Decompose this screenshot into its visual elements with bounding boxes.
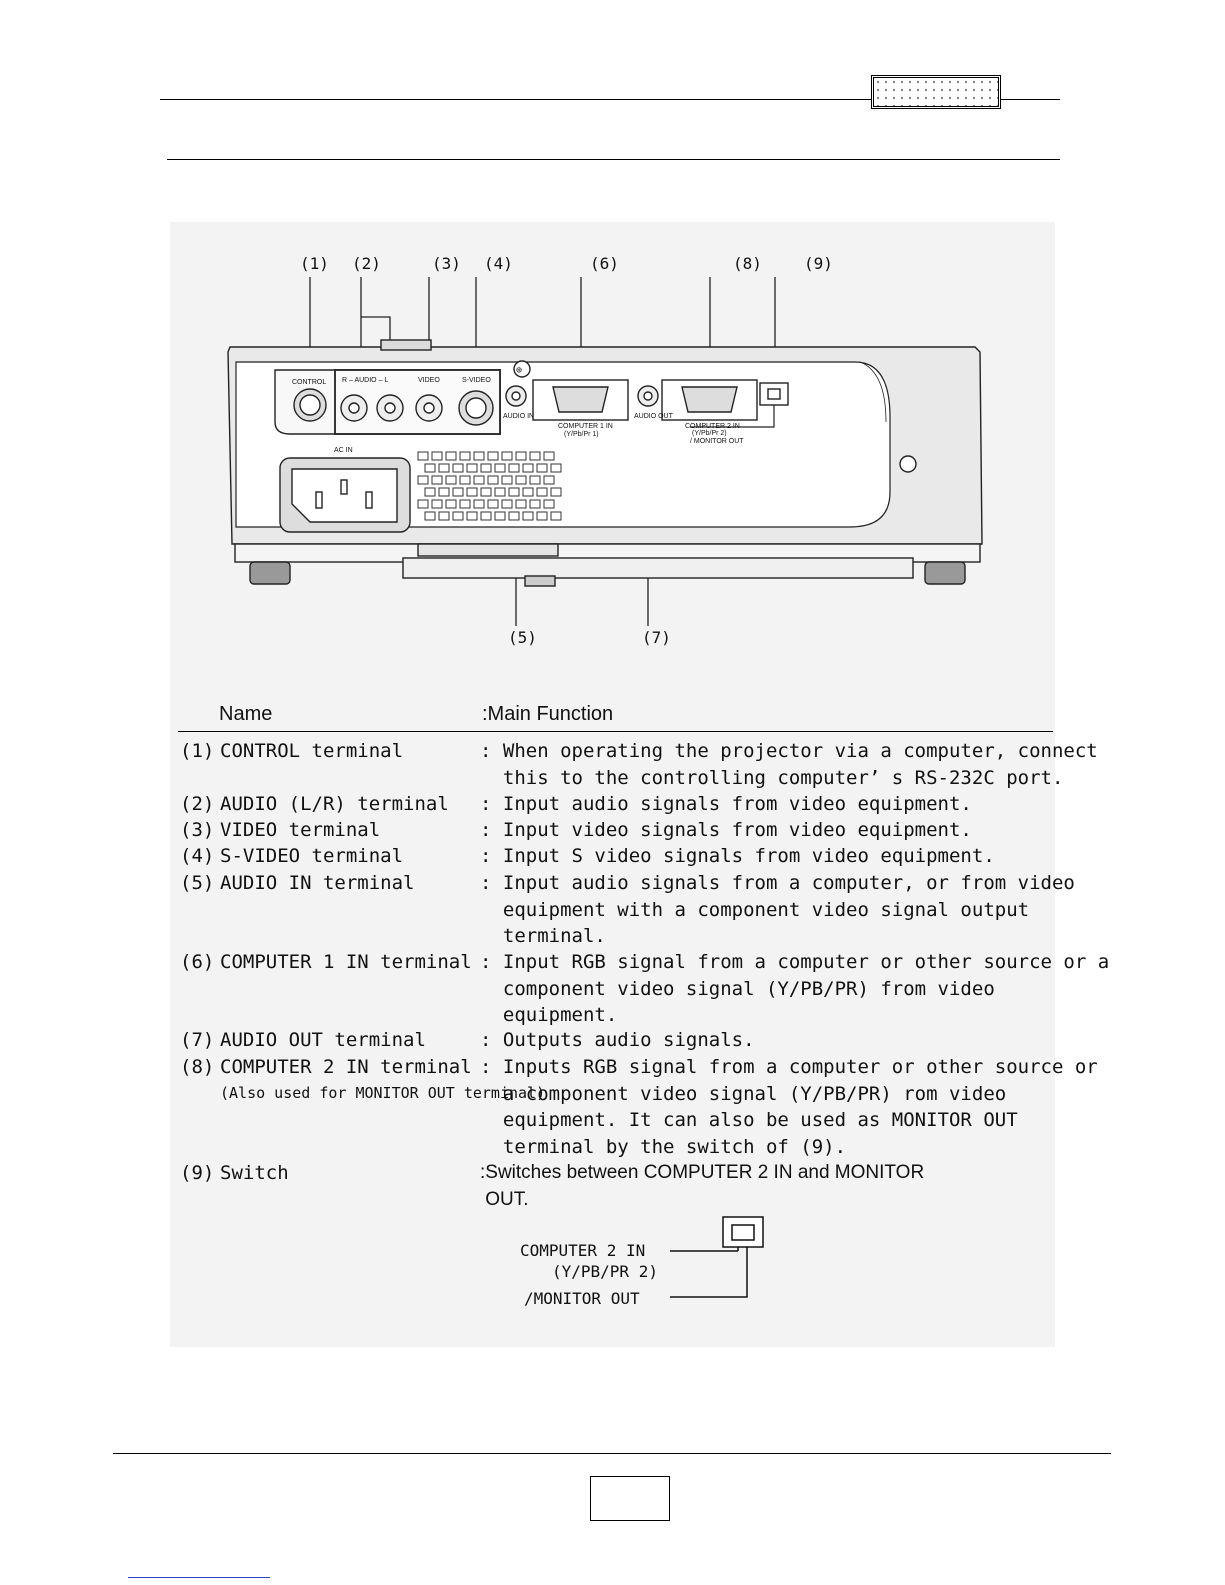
callout-4: (4) — [484, 254, 513, 273]
header-rule-bottom — [167, 159, 1060, 160]
callout-9: (9) — [804, 254, 833, 273]
label-computer2: COMPUTER 2 IN — [685, 423, 740, 430]
row-function: : Inputs RGB signal from a computer or o… — [480, 1056, 1098, 1158]
row-number: (7) — [180, 1029, 215, 1051]
row-function: : Outputs audio signals. — [480, 1029, 755, 1051]
row-function: : Input S video signals from video equip… — [480, 845, 995, 867]
row-number: (6) — [180, 951, 215, 973]
row-function: : When operating the projector via a com… — [480, 740, 1098, 789]
switch-diagram: COMPUTER 2 IN (Y/PB/PR 2) /MONITOR OUT — [520, 1216, 764, 1308]
row-name: VIDEO terminal — [220, 819, 381, 841]
row-number: (8) — [180, 1056, 215, 1078]
switch-label-computer2: COMPUTER 2 IN — [520, 1241, 645, 1260]
callout-6: (6) — [590, 254, 619, 273]
table-background — [170, 692, 1055, 1347]
row-name: CONTROL terminal — [220, 740, 404, 762]
callout-7: (7) — [642, 628, 671, 647]
section-tag-box — [871, 75, 1001, 109]
table-header-rule — [178, 731, 1053, 732]
row-number: (3) — [180, 819, 215, 841]
row-function: : Input video signals from video equipme… — [480, 819, 972, 841]
label-video: VIDEO — [418, 377, 440, 384]
label-audio-out: AUDIO OUT — [634, 413, 674, 420]
table-header-name: Name — [219, 703, 273, 725]
row-function: : Input audio signals from a computer, o… — [480, 872, 1075, 947]
footer-rule — [113, 1453, 1111, 1454]
callout-3: (3) — [432, 254, 461, 273]
label-ac-in: AC IN — [334, 447, 353, 454]
row-name: COMPUTER 2 IN terminal — [220, 1056, 472, 1078]
callout-1: (1) — [300, 254, 329, 273]
row-number: (2) — [180, 793, 215, 815]
callout-5: (5) — [508, 628, 537, 647]
row-name: COMPUTER 1 IN terminal — [220, 951, 472, 973]
row-name: AUDIO OUT terminal — [220, 1029, 426, 1051]
row-number: (9) — [180, 1162, 215, 1184]
row-number: (1) — [180, 740, 215, 762]
callout-8: (8) — [733, 254, 762, 273]
label-computer2-sub: (Y/Pb/Pr 2) — [692, 430, 727, 437]
label-computer1: COMPUTER 1 IN — [558, 423, 613, 430]
row-function: : Input RGB signal from a computer or ot… — [480, 951, 1110, 1026]
row-number: (5) — [180, 872, 215, 894]
svg-text:⊕: ⊕ — [516, 365, 522, 376]
label-control: CONTROL — [292, 379, 326, 386]
row-function: :Switches between COMPUTER 2 IN and MONI… — [480, 1162, 925, 1210]
label-monitor-out: / MONITOR OUT — [690, 438, 744, 445]
projector-rear-diagram: (1) (2) (3) (4) (6) (8) (9) (5) (7) ⊕ — [227, 254, 983, 647]
label-audio-in: AUDIO IN — [503, 413, 534, 420]
switch-label-monitor-out: /MONITOR OUT — [524, 1289, 640, 1308]
row-name: S-VIDEO terminal — [220, 845, 404, 867]
header-rule-top — [160, 99, 1060, 100]
label-audio: R – AUDIO – L — [342, 377, 388, 384]
footer-link-underline — [128, 1577, 270, 1578]
row-name-note: (Also used for MONITOR OUT terminal) — [220, 1084, 546, 1102]
row-number: (4) — [180, 845, 215, 867]
switch-label-ypbpr: (Y/PB/PR 2) — [552, 1262, 658, 1281]
table-header-function: :Main Function — [482, 703, 614, 725]
label-svideo: S-VIDEO — [462, 377, 491, 384]
row-function: : Input audio signals from video equipme… — [480, 793, 972, 815]
row-name: AUDIO (L/R) terminal — [220, 793, 449, 815]
row-name: AUDIO IN terminal — [220, 872, 415, 894]
callout-2: (2) — [352, 254, 381, 273]
row-name: Switch — [220, 1162, 289, 1184]
label-computer1-sub: (Y/Pb/Pr 1) — [564, 431, 599, 438]
page-number-box — [590, 1476, 670, 1521]
